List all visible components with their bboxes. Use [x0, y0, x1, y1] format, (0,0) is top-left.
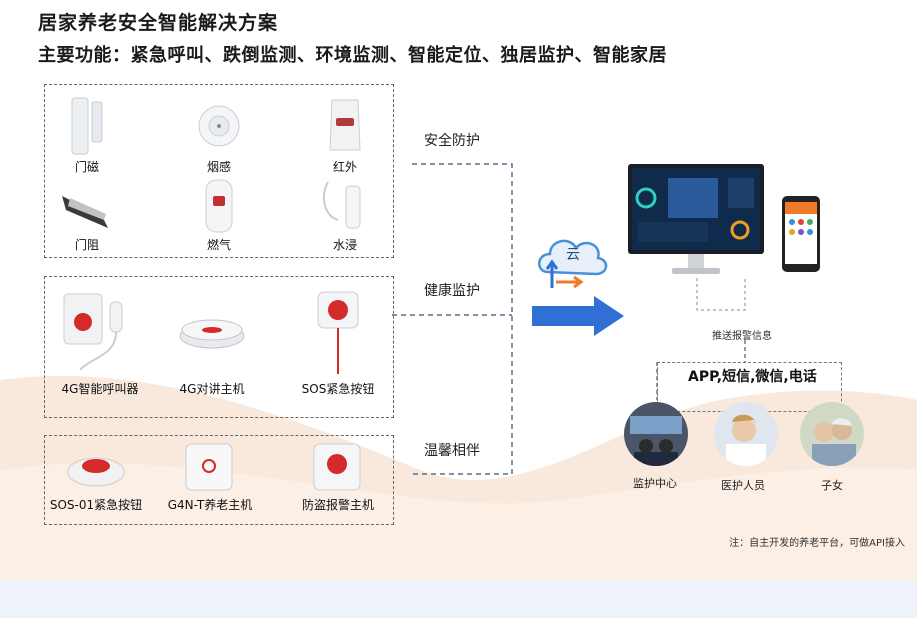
children-avatar — [800, 402, 864, 466]
infrared-sensor-label: 红外 — [332, 160, 357, 174]
smoke-sensor-label: 烟感 — [206, 160, 231, 174]
sos-button-icon — [317, 291, 359, 374]
door-sensor-label: 门磁 — [74, 160, 99, 174]
smoke-sensor-icon — [198, 105, 240, 147]
alarm-host-label: 防盗报警主机 — [301, 498, 374, 512]
recipient-medical-staff: 医护人员 — [721, 479, 765, 492]
intercom-host-icon — [179, 319, 245, 349]
sos-button-label: SOS紧急按钮 — [301, 382, 375, 396]
sos01-button-device: SOS-01紧急按钮 — [46, 440, 146, 516]
monitoring-center-photo — [624, 402, 688, 466]
care-device-group — [44, 435, 394, 525]
footnote: 注：自主开发的养老平台，可做API接入 — [729, 538, 905, 549]
phone-app — [782, 196, 822, 274]
background-wave — [0, 376, 917, 580]
smoke-sensor-device: 烟感 — [184, 92, 254, 176]
health-device-group — [44, 276, 394, 418]
infrared-sensor-icon — [329, 99, 361, 151]
medical-staff-photo — [714, 402, 778, 466]
gas-sensor-label: 燃气 — [206, 238, 231, 252]
bottom-band — [0, 580, 917, 618]
smart-caller-label: 4G智能呼叫器 — [61, 382, 139, 396]
alarm-host-icon — [313, 443, 361, 491]
recipient-monitoring-center: 监护中心 — [633, 477, 677, 490]
door-sensor-device: 门磁 — [52, 92, 122, 176]
monitor-dashboard — [628, 164, 768, 278]
water-leak-icon — [322, 181, 361, 229]
smart-caller-device: 4G智能呼叫器 — [50, 286, 150, 402]
phone-icon — [782, 196, 820, 272]
safety-device-group — [44, 84, 394, 258]
sos-button-device: SOS紧急按钮 — [292, 286, 384, 402]
water-leak-label: 水浸 — [332, 238, 357, 252]
push-alert-label: 推送报警信息 — [712, 331, 772, 342]
infrared-sensor-device: 红外 — [310, 92, 380, 176]
elderly-host-icon — [185, 443, 233, 491]
elderly-host-label: G4N-T养老主机 — [167, 498, 253, 512]
category-care: 温馨相伴 — [414, 436, 490, 464]
monitoring-center-avatar — [624, 402, 688, 466]
door-stop-icon — [62, 196, 108, 228]
cloud-label: 云 — [566, 247, 580, 263]
intercom-host-device: 4G对讲主机 — [166, 286, 258, 402]
alarm-host-device: 防盗报警主机 — [290, 440, 386, 516]
page-title: 居家养老安全智能解决方案 — [38, 12, 279, 34]
sos01-button-label: SOS-01紧急按钮 — [49, 498, 143, 512]
door-sensor-icon — [71, 97, 103, 155]
flow-arrow-icon — [532, 296, 624, 336]
sos01-button-icon — [67, 457, 125, 487]
intercom-host-label: 4G对讲主机 — [179, 382, 245, 396]
children-photo — [800, 402, 864, 466]
door-stop-label: 门阻 — [74, 238, 99, 252]
smart-caller-icon — [63, 293, 123, 371]
cloud-icon — [538, 239, 608, 289]
monitor-icon — [628, 164, 764, 274]
medical-staff-avatar — [714, 402, 778, 466]
recipient-children: 子女 — [821, 479, 843, 492]
category-safety: 安全防护 — [414, 126, 490, 154]
cloud-node: 云 — [534, 228, 610, 292]
door-stop-device: 门阻 — [52, 176, 122, 256]
elderly-host-device: G4N-T养老主机 — [162, 440, 258, 516]
gas-sensor-icon — [205, 179, 233, 233]
gas-sensor-device: 燃气 — [184, 176, 254, 256]
page-subtitle: 主要功能：紧急呼叫、跌倒监测、环境监测、智能定位、独居监护、智能家居 — [38, 45, 667, 66]
water-leak-device: 水浸 — [310, 176, 380, 256]
category-health: 健康监护 — [414, 276, 490, 304]
channels-text: APP,短信,微信,电话 — [688, 369, 817, 385]
